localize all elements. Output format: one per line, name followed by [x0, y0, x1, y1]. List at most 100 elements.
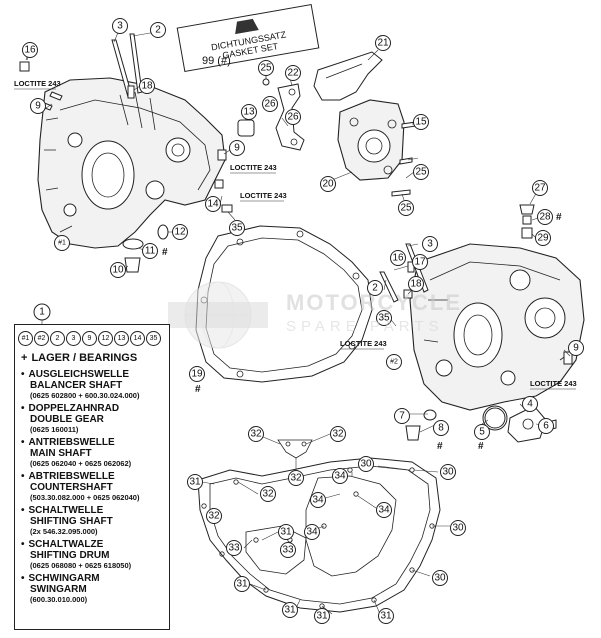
svg-text:12: 12	[174, 227, 186, 238]
callout-31: 31	[187, 474, 203, 490]
hash-mark: #	[437, 441, 443, 452]
callout-31: 31	[314, 608, 330, 624]
svg-text:34: 34	[378, 505, 390, 516]
legend-item-de: SCHWINGARM	[28, 573, 100, 584]
hash-mark: #	[162, 247, 168, 258]
callout-32: 32	[206, 508, 222, 524]
callout-20: 20	[320, 176, 336, 192]
bearings-legend: #1 #2 2 3 9 12 13 14 35 +LAGER / BEARING…	[14, 324, 170, 630]
legend-title-text: LAGER / BEARINGS	[31, 352, 138, 364]
callout-5: 5	[474, 424, 490, 440]
callout-29: 29	[535, 230, 551, 246]
callout-30: 30	[450, 520, 466, 536]
bullet-icon: •	[21, 505, 25, 516]
callout-35: 35	[229, 220, 245, 236]
loctite-label: LOCTITE 243	[240, 191, 287, 200]
callouts: 3 2 16 9 18 13 9 14 35 12 11 10 #1 25 22…	[22, 18, 584, 624]
svg-text:13: 13	[243, 107, 255, 118]
crankcase-right-half	[409, 243, 585, 411]
legend-item-partno: (0625 160011)	[30, 425, 79, 434]
svg-text:32: 32	[332, 429, 344, 440]
svg-text:9: 9	[35, 101, 41, 112]
screws-15-25	[391, 121, 417, 197]
bullet-icon: •	[21, 539, 25, 550]
svg-text:30: 30	[360, 459, 372, 470]
svg-text:25: 25	[415, 167, 427, 178]
legend-chip: 9	[82, 331, 97, 346]
legend-item-en: SHIFTING DRUM	[30, 550, 110, 561]
svg-text:34: 34	[312, 495, 324, 506]
callout-28: 28	[537, 209, 553, 225]
hash-mark: #	[478, 441, 484, 452]
callout-35: 35	[376, 310, 392, 326]
callout-32: 32	[288, 470, 304, 486]
callout-34: 34	[332, 468, 348, 484]
callout-18: 18	[408, 276, 424, 292]
svg-text:26: 26	[287, 112, 299, 123]
cover-20	[331, 99, 405, 181]
svg-text:18: 18	[141, 81, 153, 92]
legend-item-de: ABTRIEBSWELLE	[28, 471, 115, 482]
legend-item-partno: (2x 546.32.095.000)	[30, 527, 98, 536]
svg-text:6: 6	[543, 421, 549, 432]
svg-text:31: 31	[280, 527, 292, 538]
callout-31: 31	[378, 608, 394, 624]
bullet-icon: •	[21, 437, 25, 448]
callout-22: 22	[285, 65, 301, 81]
callout-33: 33	[226, 540, 242, 556]
callout-32: 32	[248, 426, 264, 442]
legend-item-partno: (0625 602800 + 600.30.024.000)	[30, 391, 140, 400]
plus-icon: +	[21, 352, 28, 364]
callout-1: 1	[33, 303, 51, 321]
svg-text:4: 4	[527, 399, 533, 410]
legend-item-partno: (0625 068080 + 0625 618050)	[30, 561, 132, 570]
callout-34: 34	[376, 502, 392, 518]
callout-12: 12	[172, 224, 188, 240]
svg-text:31: 31	[236, 579, 248, 590]
svg-text:1: 1	[39, 307, 45, 318]
svg-text:31: 31	[284, 605, 296, 616]
svg-text:33: 33	[282, 545, 294, 556]
legend-item-de: AUSGLEICHSWELLE	[28, 369, 130, 380]
loctite-label: LOCTITE 243	[14, 79, 61, 88]
legend-item-de: SCHALTWALZE	[28, 539, 104, 550]
legend-item: •ABTRIEBSWELLE COUNTERSHAFT (503.30.082.…	[15, 470, 169, 504]
callout-2: 2	[367, 280, 383, 296]
hash-marks: # # # # #	[162, 212, 562, 452]
svg-text:3: 3	[427, 239, 433, 250]
bullet-icon: •	[21, 369, 25, 380]
legend-item: •ANTRIEBSWELLE MAIN SHAFT (0625 062040 +…	[15, 436, 169, 470]
callout-18: 18	[139, 78, 155, 94]
svg-text:20: 20	[322, 179, 334, 190]
callout-34: 34	[310, 492, 326, 508]
callout-17: 17	[412, 254, 428, 270]
svg-text:32: 32	[290, 473, 302, 484]
svg-text:30: 30	[452, 523, 464, 534]
svg-text:27: 27	[534, 183, 546, 194]
svg-text:14: 14	[207, 199, 219, 210]
svg-text:33: 33	[228, 543, 240, 554]
legend-chip: 35	[146, 331, 161, 346]
legend-chip: #1	[18, 331, 33, 346]
svg-text:32: 32	[250, 429, 262, 440]
legend-item-en: DOUBLE GEAR	[30, 414, 104, 425]
gasket-lower	[197, 439, 441, 613]
legend-item-en: SWINGARM	[30, 584, 87, 595]
cover-21	[313, 49, 383, 101]
svg-text:10: 10	[112, 265, 124, 276]
callout-33: 33	[280, 542, 296, 558]
svg-text:16: 16	[392, 253, 404, 264]
callout-30: 30	[432, 570, 448, 586]
svg-text:32: 32	[262, 489, 274, 500]
svg-text:34: 34	[334, 471, 346, 482]
svg-text:26: 26	[264, 99, 276, 110]
bullet-icon: •	[21, 403, 25, 414]
callout-6: 6	[538, 418, 554, 434]
svg-text:5: 5	[479, 427, 485, 438]
loctite-labels: LOCTITE 243 LOCTITE 243 LOCTITE 243 LOCT…	[14, 79, 577, 390]
callout-7: 7	[394, 408, 410, 424]
callout-25: 25	[258, 60, 274, 76]
svg-text:29: 29	[537, 233, 549, 244]
svg-text:3: 3	[117, 21, 123, 32]
callout-31: 31	[278, 524, 294, 540]
